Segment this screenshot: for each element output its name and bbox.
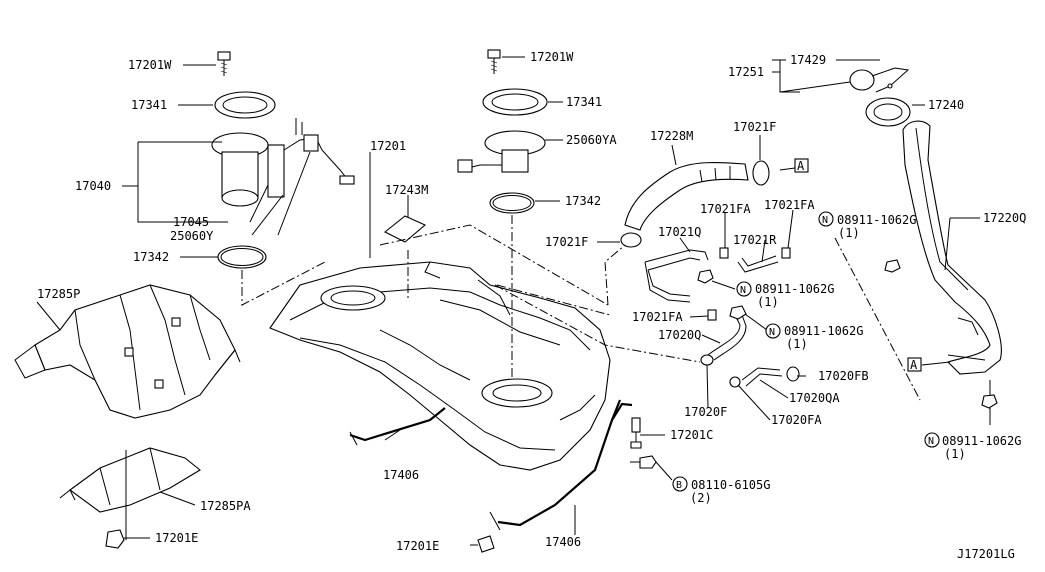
fuel-pump-assembly-17040 (211, 118, 355, 207)
circle-n-marker-1: N (818, 211, 834, 227)
nut-08911-b-part (729, 305, 747, 320)
label-08911-b: 08911-1062G (755, 282, 834, 296)
heat-shield-17285PA (59, 447, 201, 513)
label-17201W-left: 17201W (128, 58, 172, 72)
label-17406-left: 17406 (383, 468, 419, 482)
label-17201E-left: 17201E (155, 531, 198, 545)
nut-08911-d-part (981, 380, 998, 409)
label-17406-right: 17406 (545, 535, 581, 549)
label-17021FA-lower: 17021FA (632, 310, 683, 324)
label-08911-c: 08911-1062G (784, 324, 863, 338)
label-17201W-center: 17201W (530, 50, 574, 64)
circle-n-marker-4-letter: N (928, 436, 934, 447)
part-labels: 17201W 17341 17040 17045 25060Y 17342 17… (37, 50, 1026, 561)
tank-strap-right (489, 399, 633, 531)
label-17045: 17045 (173, 215, 209, 229)
leader-lines (36, 56, 991, 546)
label-17020F: 17020F (684, 405, 727, 419)
circle-n-marker-3-letter: N (769, 327, 775, 338)
clamp-17021F-lower (620, 232, 642, 248)
label-17251: 17251 (728, 65, 764, 79)
gasket-17341-left (214, 91, 276, 119)
ref-box-a-upper: A (794, 158, 809, 173)
phantom-lines (241, 215, 921, 401)
circle-n-marker-2: N (736, 281, 752, 297)
label-17020Q: 17020Q (658, 328, 701, 342)
hose-17021R (737, 247, 791, 273)
ref-box-a-upper-label: A (797, 159, 805, 173)
label-17020FB: 17020FB (818, 369, 869, 383)
hose-17020QA (729, 366, 800, 388)
label-08911-a: 08911-1062G (837, 213, 916, 227)
label-17020FA: 17020FA (771, 413, 822, 427)
label-17021F-upper: 17021F (733, 120, 776, 134)
hose-17020Q (700, 314, 747, 366)
clamp-17021FA-group (707, 247, 729, 321)
clip-17201E-b (477, 535, 495, 553)
ref-box-a-lower-label: A (910, 358, 918, 372)
label-08110-qty: (2) (690, 491, 712, 505)
label-08911-b-qty: (1) (757, 295, 779, 309)
label-25060YA: 25060YA (566, 133, 617, 147)
label-17342-center: 17342 (565, 194, 601, 208)
clamp-17021F-upper (752, 160, 770, 186)
bolt-17201C (630, 417, 642, 449)
label-08911-d: 08911-1062G (942, 434, 1021, 448)
o-ring-17342-center (489, 192, 535, 214)
label-17240: 17240 (928, 98, 964, 112)
gasket-17341-center (482, 88, 548, 116)
label-17020QA: 17020QA (789, 391, 840, 405)
label-17021FA-left: 17021FA (700, 202, 751, 216)
fuel-tank-illustration (269, 261, 611, 471)
circle-n-marker-1-letter: N (822, 215, 828, 226)
circle-b-marker: B (672, 476, 688, 492)
circle-n-marker-4: N (924, 432, 940, 448)
bolt-17201W-center (487, 49, 501, 74)
hose-17228M (624, 161, 749, 231)
label-17429: 17429 (790, 53, 826, 67)
filler-cap-17251 (849, 67, 910, 93)
label-17021R: 17021R (733, 233, 777, 247)
o-ring-17342-left (217, 245, 267, 269)
fuel-sender-25060YA (457, 130, 546, 173)
nut-17201E-left (105, 529, 125, 549)
tube-17021Q (644, 249, 709, 303)
label-17243M-plate (383, 215, 427, 243)
label-17243M: 17243M (385, 183, 428, 197)
circle-b-marker-letter: B (676, 480, 682, 491)
label-17021F-lower: 17021F (545, 235, 588, 249)
label-25060Y: 25060Y (170, 229, 214, 243)
label-17285PA: 17285PA (200, 499, 251, 513)
label-17285P: 17285P (37, 287, 80, 301)
nut-08911-a-filler (884, 259, 901, 273)
label-17021FA-right: 17021FA (764, 198, 815, 212)
heat-shield-17285P (14, 284, 241, 419)
label-17342-left: 17342 (133, 250, 169, 264)
label-17341-center: 17341 (566, 95, 602, 109)
label-08110-6105G: 08110-6105G (691, 478, 770, 492)
label-17040: 17040 (75, 179, 111, 193)
bolt-08110 (630, 455, 657, 469)
label-08911-a-qty: (1) (838, 226, 860, 240)
seal-17240 (865, 97, 911, 127)
label-17341-left: 17341 (131, 98, 167, 112)
label-17201E-center: 17201E (396, 539, 439, 553)
label-17021Q: 17021Q (658, 225, 701, 239)
label-17220Q: 17220Q (983, 211, 1026, 225)
filler-tube-17220Q (902, 120, 1002, 375)
label-17201-tank: 17201 (370, 139, 406, 153)
label-17201C: 17201C (670, 428, 713, 442)
label-08911-c-qty: (1) (786, 337, 808, 351)
circle-n-marker-3: N (765, 323, 781, 339)
label-08911-d-qty: (1) (944, 447, 966, 461)
circle-n-marker-2-letter: N (740, 285, 746, 296)
diagram-code: J17201LG (957, 547, 1015, 561)
label-17228M: 17228M (650, 129, 693, 143)
bolt-17201W-left (217, 51, 231, 76)
ref-box-a-lower: A (907, 357, 922, 372)
nut-08911-a-part (697, 269, 714, 284)
tank-strap-left (349, 407, 446, 446)
